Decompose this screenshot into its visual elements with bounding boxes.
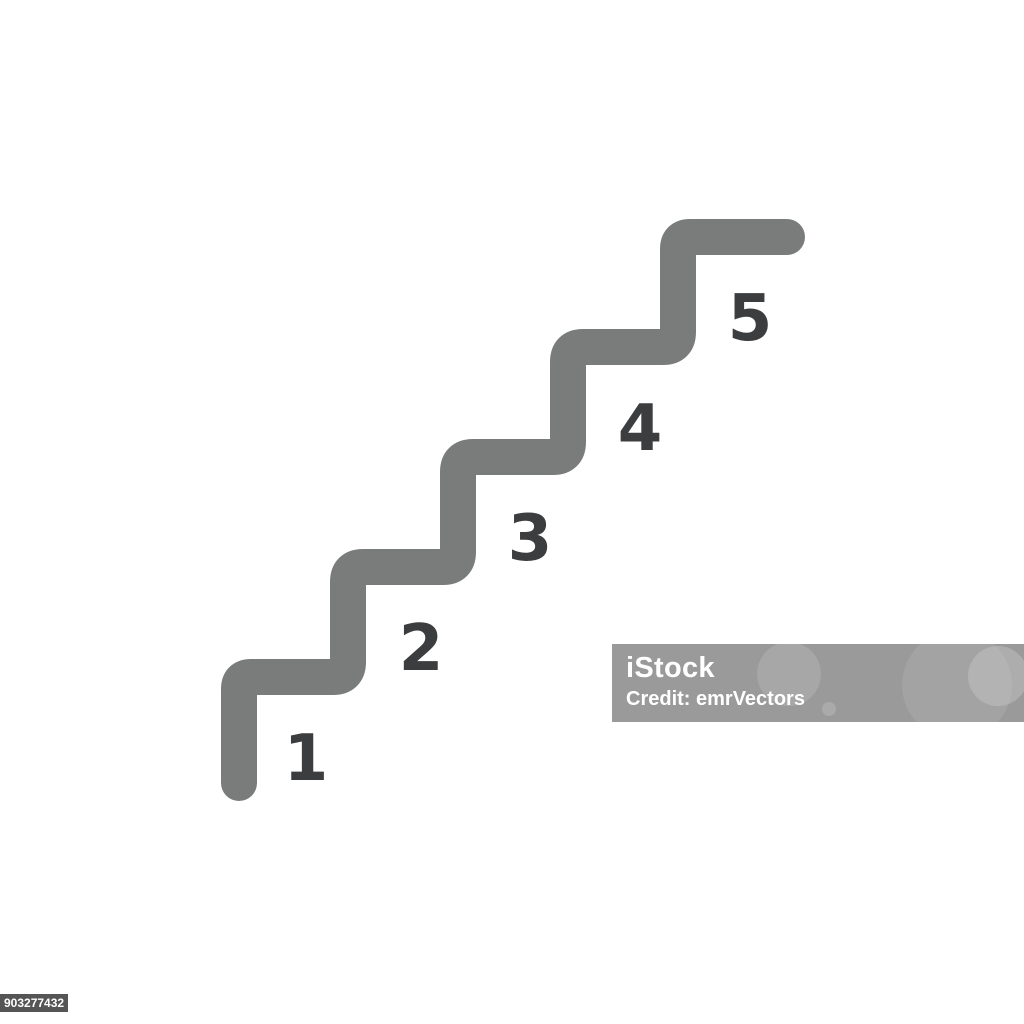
watermark-decoration	[822, 702, 836, 716]
watermark-decoration	[757, 644, 821, 706]
step-number-4: 4	[618, 392, 663, 466]
image-id-label: 903277432	[0, 994, 69, 1012]
watermark-decoration	[968, 646, 1024, 706]
watermark-credit: Credit: emrVectors	[626, 688, 805, 710]
step-number-3: 3	[508, 502, 553, 576]
staircase-outline	[221, 219, 805, 801]
watermark-brand: iStock	[626, 652, 715, 684]
step-number-2: 2	[399, 612, 444, 686]
watermark-banner: iStock Credit: emrVectors	[612, 644, 1024, 722]
step-number-1: 1	[284, 722, 329, 796]
step-number-5: 5	[728, 282, 773, 356]
watermark-decoration	[902, 644, 1012, 722]
